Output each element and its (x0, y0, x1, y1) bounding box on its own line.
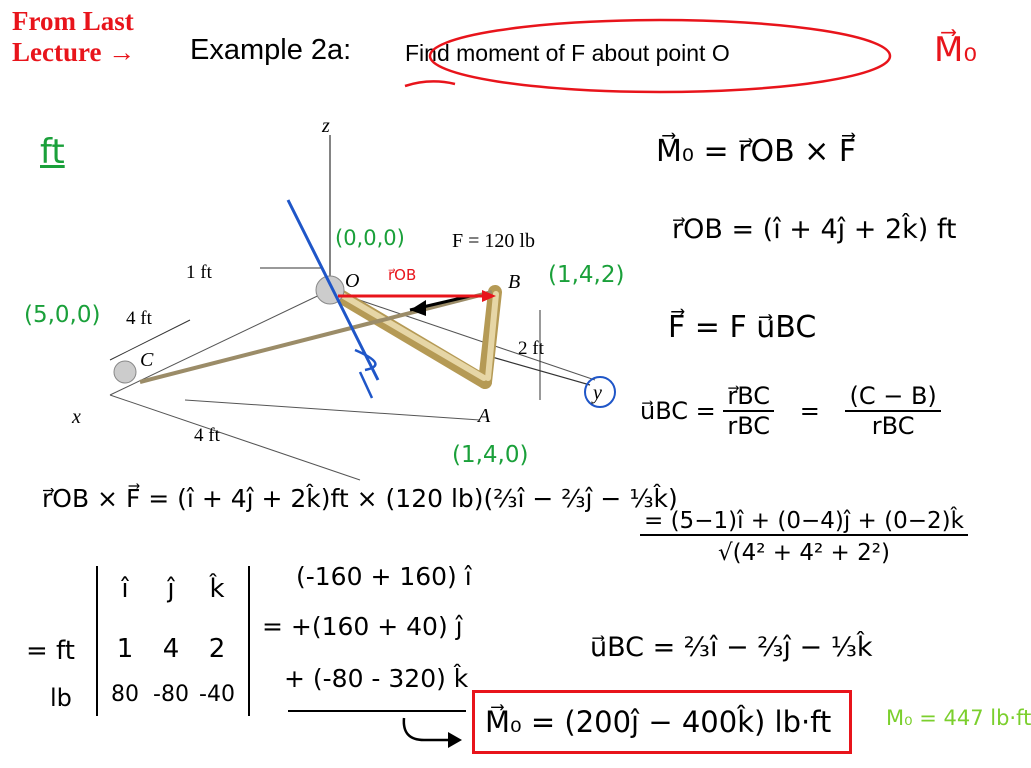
u-bc-c-minus-b: (C − B) (845, 382, 941, 412)
axis-z-label: z (321, 115, 330, 137)
det-cell: î (121, 574, 129, 604)
axis-x-label: x (71, 406, 81, 428)
u-bc-expanded-denominator: √(4² + 4² + 2²) (717, 540, 890, 566)
result-underline (288, 710, 466, 712)
unit-vector-expanded: = (5−1)î + (0−4)ĵ + (0−2)k̂ √(4² + 4² + … (640, 508, 968, 566)
dim-4ft-left-label: 4 ft (126, 308, 153, 329)
u-bc-expanded-numerator: = (5−1)î + (0−4)ĵ + (0−2)k̂ (640, 508, 968, 536)
u-bc-r-bc: rBC (871, 412, 915, 440)
question-highlight (404, 18, 892, 94)
determinant-row-1: î ĵ k̂ (102, 574, 240, 604)
structure-figure: z x O B C A F = 120 lb 1 ft 4 ft 4 ft 2 … (71, 115, 616, 481)
u-bc-eq-sign: = (799, 397, 820, 425)
example-title: Example 2a: (190, 34, 352, 66)
det-cell: -40 (199, 682, 235, 707)
determinant-prefix: = ft (26, 636, 75, 666)
det-cell: 1 (116, 634, 134, 664)
det-cell: 4 (162, 634, 180, 664)
result-j-component: = +(160 + 40) ĵ (262, 612, 463, 641)
u-bc-numerator: r⃗BC (723, 382, 775, 412)
point-o-label: O (345, 270, 359, 292)
determinant-lb-unit: lb (50, 684, 72, 712)
result-i-component: (-160 + 160) î (296, 562, 472, 591)
moment-definition: M⃗₀ = r⃗OB × F⃗ (656, 134, 857, 169)
example-question: Find moment of F about point O (405, 40, 730, 66)
dim-2ft-label: 2 ft (518, 338, 545, 359)
result-arrow (402, 717, 462, 748)
result-k-component: + (-80 - 320) k̂ (284, 664, 469, 693)
det-cell: k̂ (209, 574, 225, 604)
final-answer-box: M⃗₀ = (200ĵ − 400k̂) lb·ft (472, 690, 852, 754)
det-cell: 80 (111, 682, 139, 707)
corner-moment-label: M⃗₀ (934, 30, 977, 70)
force-label: F = 120 lb (452, 230, 535, 252)
dim-1ft-label: 1 ft (186, 262, 213, 283)
axis-y-label: y (591, 382, 602, 404)
u-bc-denominator: rBC (727, 412, 771, 440)
cross-product-expression: r⃗OB × F⃗ = (î + 4ĵ + 2k̂)ft × (120 lb)(… (42, 484, 678, 513)
from-last-lecture-label: From Last Lecture → (12, 6, 136, 67)
r-ob-arrow-label: r⃗OB (388, 266, 417, 284)
unit-vector-bc: u⃗BC = r⃗BC rBC = (C − B) rBC (640, 382, 941, 440)
origin-coords: (0,0,0) (335, 226, 405, 250)
det-cell: -80 (153, 682, 189, 707)
point-a-coords: (1,4,0) (452, 442, 529, 468)
point-b-coords: (1,4,2) (548, 262, 625, 288)
point-c-coords: (5,0,0) (24, 302, 101, 328)
dim-4ft-bottom-label: 4 ft (194, 425, 221, 446)
force-definition: F⃗ = F u⃗BC (668, 310, 817, 345)
point-c-label: C (140, 349, 154, 371)
unit-vector-result: u⃗BC = ⅔î − ⅔ĵ − ⅓k̂ (590, 632, 873, 663)
position-vector-rob: r⃗OB = (î + 4ĵ + 2k̂) ft (672, 214, 957, 245)
final-moment-result: M⃗₀ = (200ĵ − 400k̂) lb·ft (485, 705, 832, 739)
det-cell: ĵ (167, 574, 175, 604)
units-ft-note: ft (40, 132, 65, 172)
determinant-row-3: 80 -80 -40 (102, 682, 240, 707)
moment-magnitude: M₀ = 447 lb·ft (886, 706, 1031, 730)
point-b-label: B (508, 271, 520, 293)
point-a-label: A (476, 405, 491, 427)
u-bc-lhs: u⃗BC = (640, 397, 716, 425)
det-cell: 2 (208, 634, 226, 664)
